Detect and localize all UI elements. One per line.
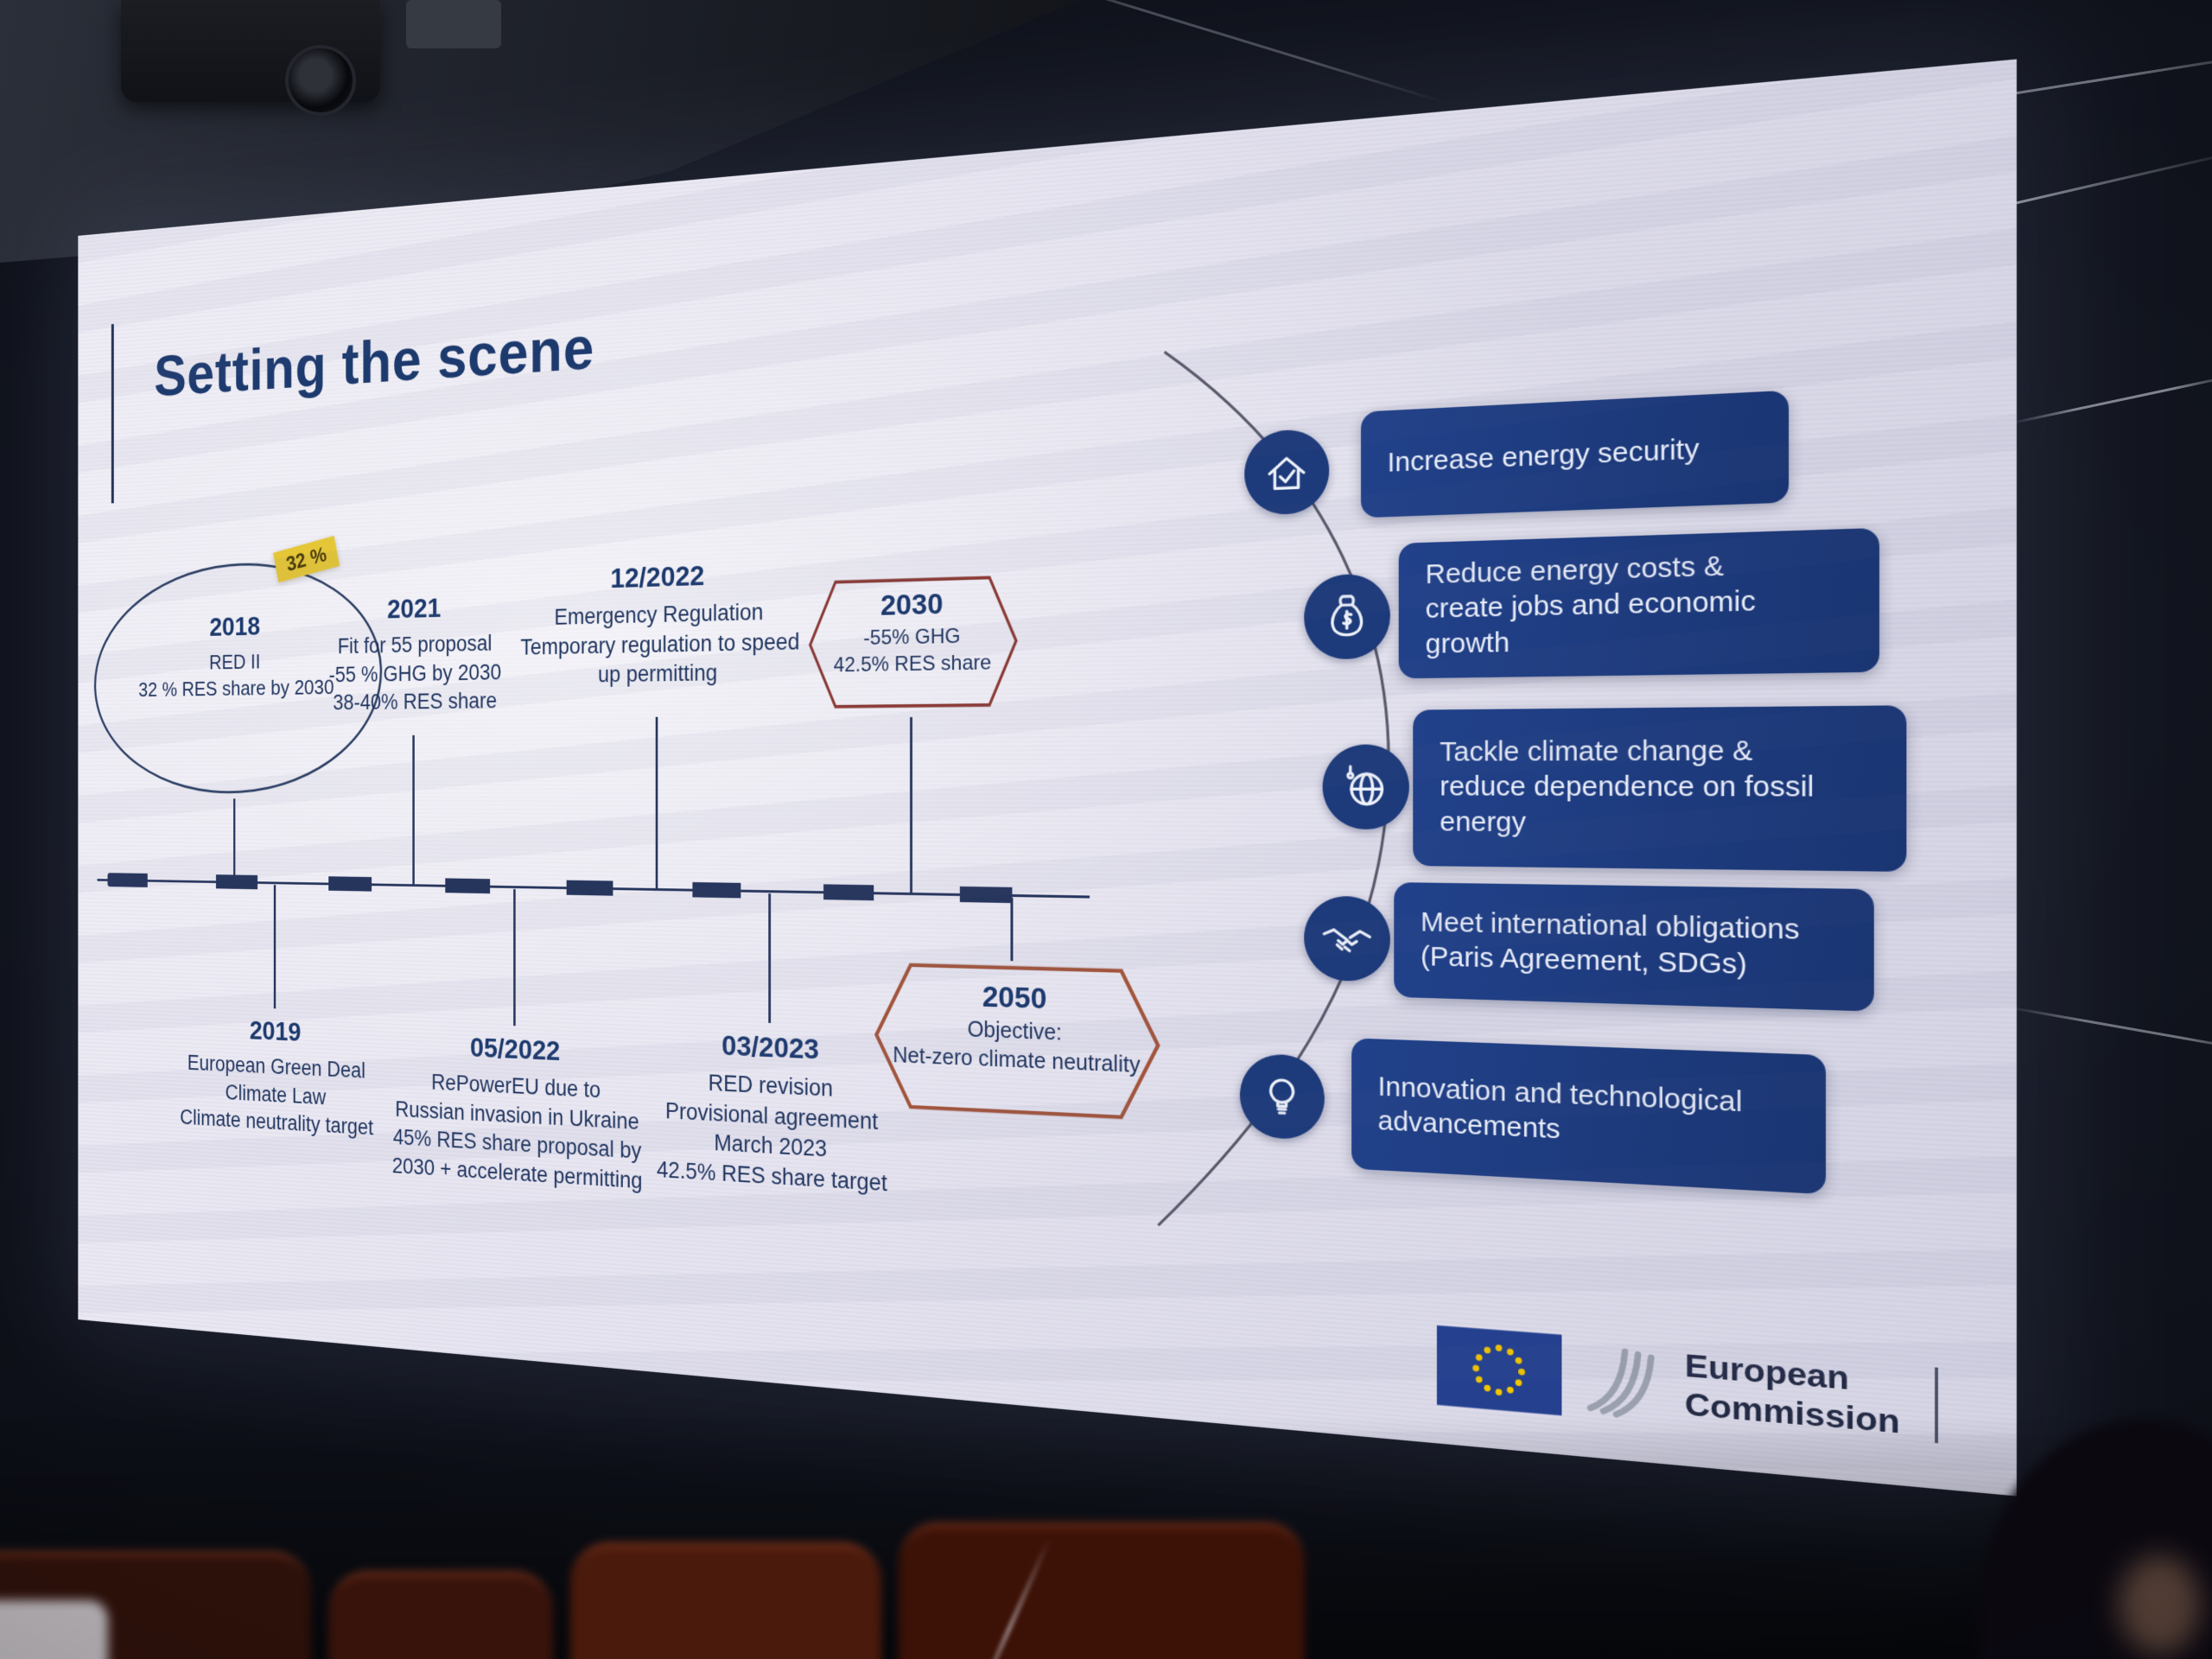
event-date: 2030	[880, 587, 944, 622]
timeline-connector	[768, 893, 772, 1023]
event-date: 05/2022	[470, 1032, 561, 1067]
white-object	[0, 1600, 108, 1659]
timeline-event-2021: 2021 Fit for 55 proposal -55 % GHG by 20…	[296, 590, 537, 718]
chair-silhouette	[570, 1542, 881, 1659]
benefit-label: Reduce energy costs & create jobs and ec…	[1425, 551, 1756, 659]
timeline-connector	[273, 885, 276, 1009]
benefit-card: Increase energy security	[1361, 390, 1789, 518]
benefit-label: Increase energy security	[1387, 434, 1700, 479]
light-line	[2006, 372, 2212, 426]
event-date: 12/2022	[610, 559, 705, 594]
timeline-connector	[1010, 897, 1014, 962]
timeline-connector	[412, 734, 415, 885]
event-body: -55% GHG 42.5% RES share	[833, 624, 992, 677]
money-bag-icon	[1304, 573, 1390, 660]
slide: Setting the scene 32 % 2018 RED II 32 % …	[78, 59, 2017, 1497]
light-line	[1011, 0, 1443, 103]
event-body: Fit for 55 proposal -55 % GHG by 2030 38…	[328, 631, 502, 715]
slide-screen: Setting the scene 32 % 2018 RED II 32 % …	[78, 59, 2017, 1497]
event-body: European Green Deal Climate Law Climate …	[180, 1051, 374, 1141]
slide-title: Setting the scene	[154, 313, 595, 409]
chair-silhouette	[899, 1522, 1305, 1659]
event-date: 2021	[387, 592, 442, 625]
timeline-connector	[910, 716, 912, 893]
timeline-event-2050: 2050 Objective: Net-zero climate neutral…	[870, 958, 1164, 1126]
benefit-label: Meet international obligations (Paris Ag…	[1421, 907, 1800, 981]
timeline-connector	[513, 888, 516, 1027]
benefit-card: Innovation and technological advancement…	[1351, 1038, 1827, 1195]
timeline-event-2030: 2030 -55% GHG 42.5% RES share	[806, 571, 1021, 712]
benefit-label: Innovation and technological advancement…	[1377, 1071, 1743, 1146]
ceiling-mount	[406, 0, 501, 48]
eu-flag-icon	[1436, 1325, 1562, 1416]
timeline-connector	[655, 716, 658, 889]
handshake-icon	[1304, 895, 1390, 982]
timeline-event-05-2022: 05/2022 RePowerEU due to Russian invasio…	[378, 1028, 657, 1197]
house-check-icon	[1244, 428, 1330, 516]
event-date: 2019	[249, 1015, 302, 1048]
event-body: RePowerEU due to Russian invasion in Ukr…	[391, 1070, 643, 1193]
timeline-event-2019: 2019 European Green Deal Climate Law Cli…	[162, 1012, 392, 1143]
event-body: Emergency Regulation Temporary regulatio…	[520, 599, 800, 688]
timeline-dashes	[107, 873, 1090, 905]
person-face-glow	[2119, 1555, 2201, 1655]
benefit-card: Tackle climate change & reduce dependenc…	[1413, 705, 1907, 872]
ec-emblem-icon	[1580, 1336, 1666, 1425]
lightbulb-icon	[1239, 1052, 1325, 1141]
title-accent-line	[111, 323, 114, 504]
chair-silhouette	[328, 1571, 553, 1659]
projector-lens	[285, 45, 356, 116]
timeline-connector	[233, 798, 236, 881]
timeline-event-12-2022: 12/2022 Emergency Regulation Temporary r…	[507, 556, 814, 691]
benefit-card: Meet international obligations (Paris Ag…	[1394, 882, 1874, 1012]
benefit-label: Tackle climate change & reduce dependenc…	[1440, 736, 1815, 838]
globe-thermometer-icon	[1322, 744, 1409, 830]
light-line	[2006, 1005, 2212, 1054]
benefit-card: Reduce energy costs & create jobs and ec…	[1398, 527, 1880, 679]
